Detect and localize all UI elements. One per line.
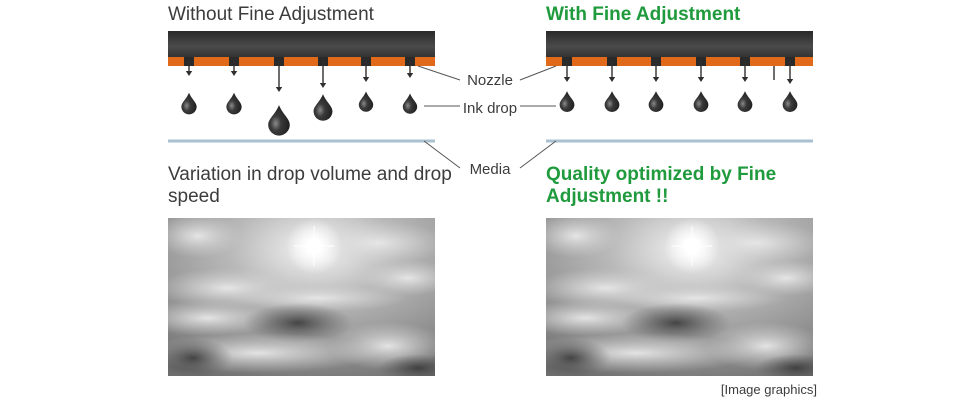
arrow-left-1-head: [185, 71, 193, 76]
ink-drop-right-5: [737, 91, 753, 112]
sky-photo-left: [168, 218, 435, 376]
sky-photo-right: [546, 218, 813, 376]
ink-drop-left-5: [358, 91, 374, 112]
ink-drop-right-6: [782, 91, 798, 112]
nozzle-row-left: [184, 57, 415, 92]
arrow-right-5: [741, 60, 749, 82]
arrow-right-1-head: [563, 77, 571, 82]
caption-image-graphics: [Image graphics]: [720, 382, 817, 397]
arrow-left-5-head: [362, 77, 370, 82]
arrow-left-6: [406, 60, 414, 78]
ink-drop-right-1: [559, 91, 575, 112]
leader-lines: [417, 65, 557, 169]
arrow-right-4: [697, 60, 705, 82]
arrow-right-6: [786, 60, 794, 84]
ink-drop-left-2: [226, 92, 242, 115]
arrow-left-2: [230, 60, 238, 76]
ink-drop-right-2: [604, 91, 620, 112]
ink-drop-left-3: [268, 105, 290, 136]
arrow-right-2: [608, 60, 616, 82]
arrow-right-6-head: [786, 79, 794, 84]
arrow-right-1: [563, 60, 571, 82]
arrow-right-5-head: [741, 77, 749, 82]
ink-drop-row-right: [559, 91, 798, 112]
description-left: Variation in drop volume and drop speed: [168, 164, 452, 207]
ink-drop-row-left: [181, 91, 418, 136]
print-head-left: [168, 31, 435, 66]
arrow-left-5: [362, 60, 370, 82]
arrow-left-1: [185, 60, 193, 76]
label-nozzle: Nozzle: [467, 72, 513, 89]
arrow-left-4: [319, 60, 327, 88]
ink-drop-right-3: [648, 91, 664, 112]
label-ink-drop: Ink drop: [462, 100, 518, 117]
ink-drop-left-4: [313, 94, 333, 121]
title-without-fine-adjustment: Without Fine Adjustment: [168, 4, 374, 25]
ink-drop-left-6: [402, 93, 418, 114]
ink-drop-right-4: [693, 91, 709, 112]
arrow-left-6-head: [406, 73, 414, 78]
arrow-right-4-head: [697, 77, 705, 82]
arrow-left-2-head: [230, 71, 238, 76]
arrow-right-3: [652, 60, 660, 82]
arrow-left-3: [275, 60, 283, 92]
label-media: Media: [469, 161, 511, 178]
nozzle-row-right: [562, 57, 795, 84]
arrow-right-3-head: [652, 77, 660, 82]
title-with-fine-adjustment: With Fine Adjustment: [546, 4, 741, 25]
print-head-right: [546, 31, 813, 66]
arrow-left-3-head: [275, 87, 283, 92]
description-right: Quality optimized by Fine Adjustment !!: [546, 164, 777, 207]
arrow-left-4-head: [319, 83, 327, 88]
ink-drop-left-1: [181, 92, 197, 115]
arrow-right-2-head: [608, 77, 616, 82]
